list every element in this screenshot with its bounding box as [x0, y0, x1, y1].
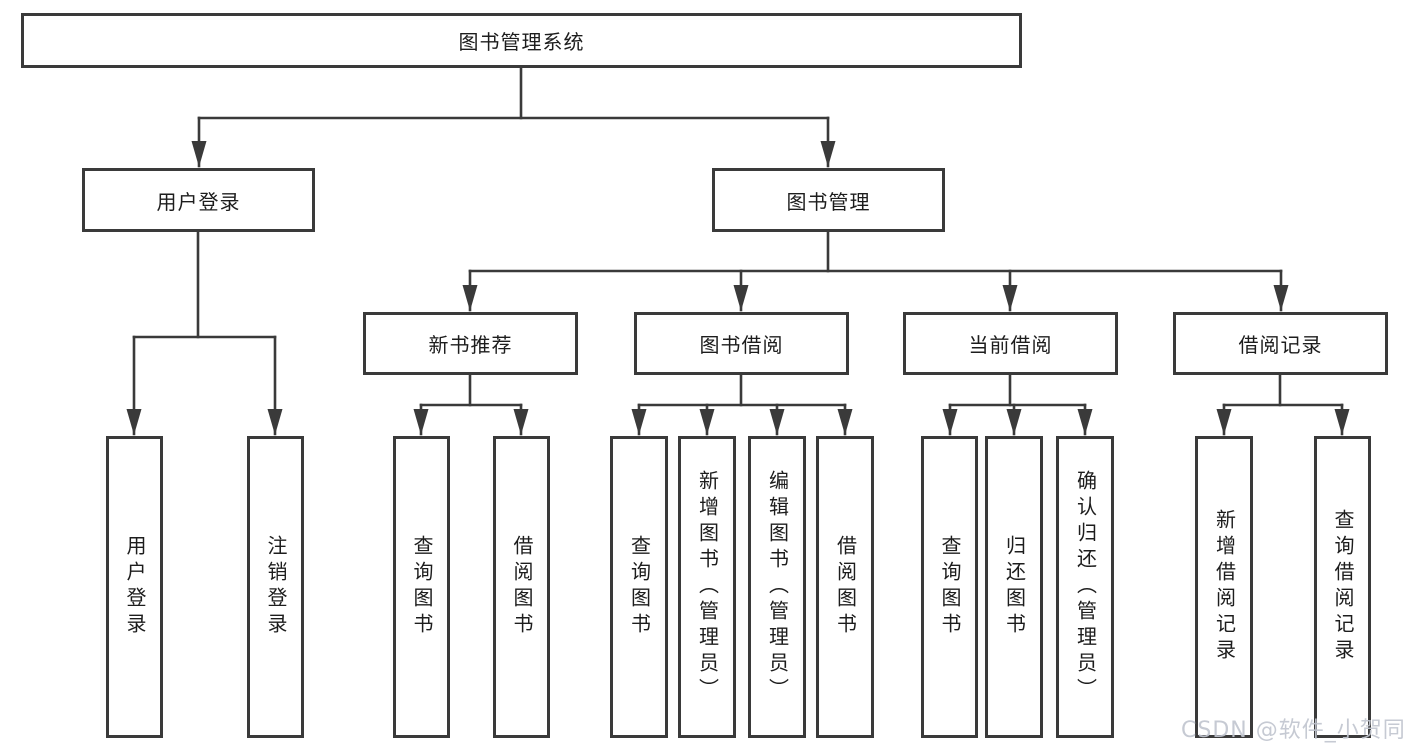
- node-book-management-label: 图书管理: [786, 189, 871, 214]
- node-new-book-recommend: 新书推荐: [363, 312, 578, 375]
- leaf-user-login: 用户登录: [106, 436, 163, 738]
- node-book-management: 图书管理: [712, 168, 945, 232]
- leaf-confirm-return-admin: 确认归还（管理员）: [1056, 436, 1114, 738]
- node-borrowing-records: 借阅记录: [1173, 312, 1388, 375]
- leaf-borrow-books-1: 借阅图书: [493, 436, 550, 738]
- leaf-return-books-label: 归还图书: [1002, 535, 1027, 639]
- node-book-borrowing: 图书借阅: [634, 312, 849, 375]
- leaf-query-books-3-label: 查询图书: [938, 535, 962, 639]
- node-current-borrowing-label: 当前借阅: [968, 333, 1053, 357]
- leaf-query-books-2: 查询图书: [610, 436, 668, 738]
- leaf-query-books-1-label: 查询图书: [410, 535, 434, 639]
- csdn-watermark: CSDN @软件_小贺同学: [1181, 718, 1405, 743]
- leaf-logout: 注销登录: [247, 436, 304, 738]
- leaf-edit-books-admin-label: 编辑图书（管理员）: [765, 470, 790, 704]
- leaf-edit-books-admin: 编辑图书（管理员）: [748, 436, 806, 738]
- leaf-borrow-books-1-label: 借阅图书: [510, 535, 534, 639]
- node-user-login-label: 用户登录: [156, 189, 241, 214]
- leaf-logout-label: 注销登录: [264, 535, 288, 639]
- leaf-user-login-label: 用户登录: [123, 535, 147, 639]
- leaf-query-books-2-label: 查询图书: [627, 535, 652, 639]
- leaf-confirm-return-admin-label: 确认归还（管理员）: [1073, 470, 1098, 704]
- leaf-add-borrow-record: 新增借阅记录: [1195, 436, 1253, 738]
- node-root-label: 图书管理系统: [458, 30, 585, 54]
- node-borrowing-records-label: 借阅记录: [1238, 333, 1323, 357]
- node-user-login: 用户登录: [82, 168, 315, 232]
- node-book-borrowing-label: 图书借阅: [699, 333, 784, 357]
- leaf-add-books-admin: 新增图书（管理员）: [678, 436, 736, 738]
- leaf-query-books-3: 查询图书: [921, 436, 978, 738]
- leaf-query-borrow-record: 查询借阅记录: [1314, 436, 1371, 738]
- leaf-query-borrow-record-label: 查询借阅记录: [1331, 509, 1355, 665]
- leaf-return-books: 归还图书: [985, 436, 1043, 738]
- leaf-borrow-books-2: 借阅图书: [816, 436, 874, 738]
- leaf-borrow-books-2-label: 借阅图书: [833, 535, 858, 639]
- leaf-query-books-1: 查询图书: [393, 436, 450, 738]
- node-current-borrowing: 当前借阅: [903, 312, 1118, 375]
- node-new-book-recommend-label: 新书推荐: [428, 333, 513, 357]
- leaf-add-books-admin-label: 新增图书（管理员）: [695, 470, 720, 704]
- leaf-add-borrow-record-label: 新增借阅记录: [1212, 509, 1237, 665]
- node-root: 图书管理系统: [21, 13, 1022, 68]
